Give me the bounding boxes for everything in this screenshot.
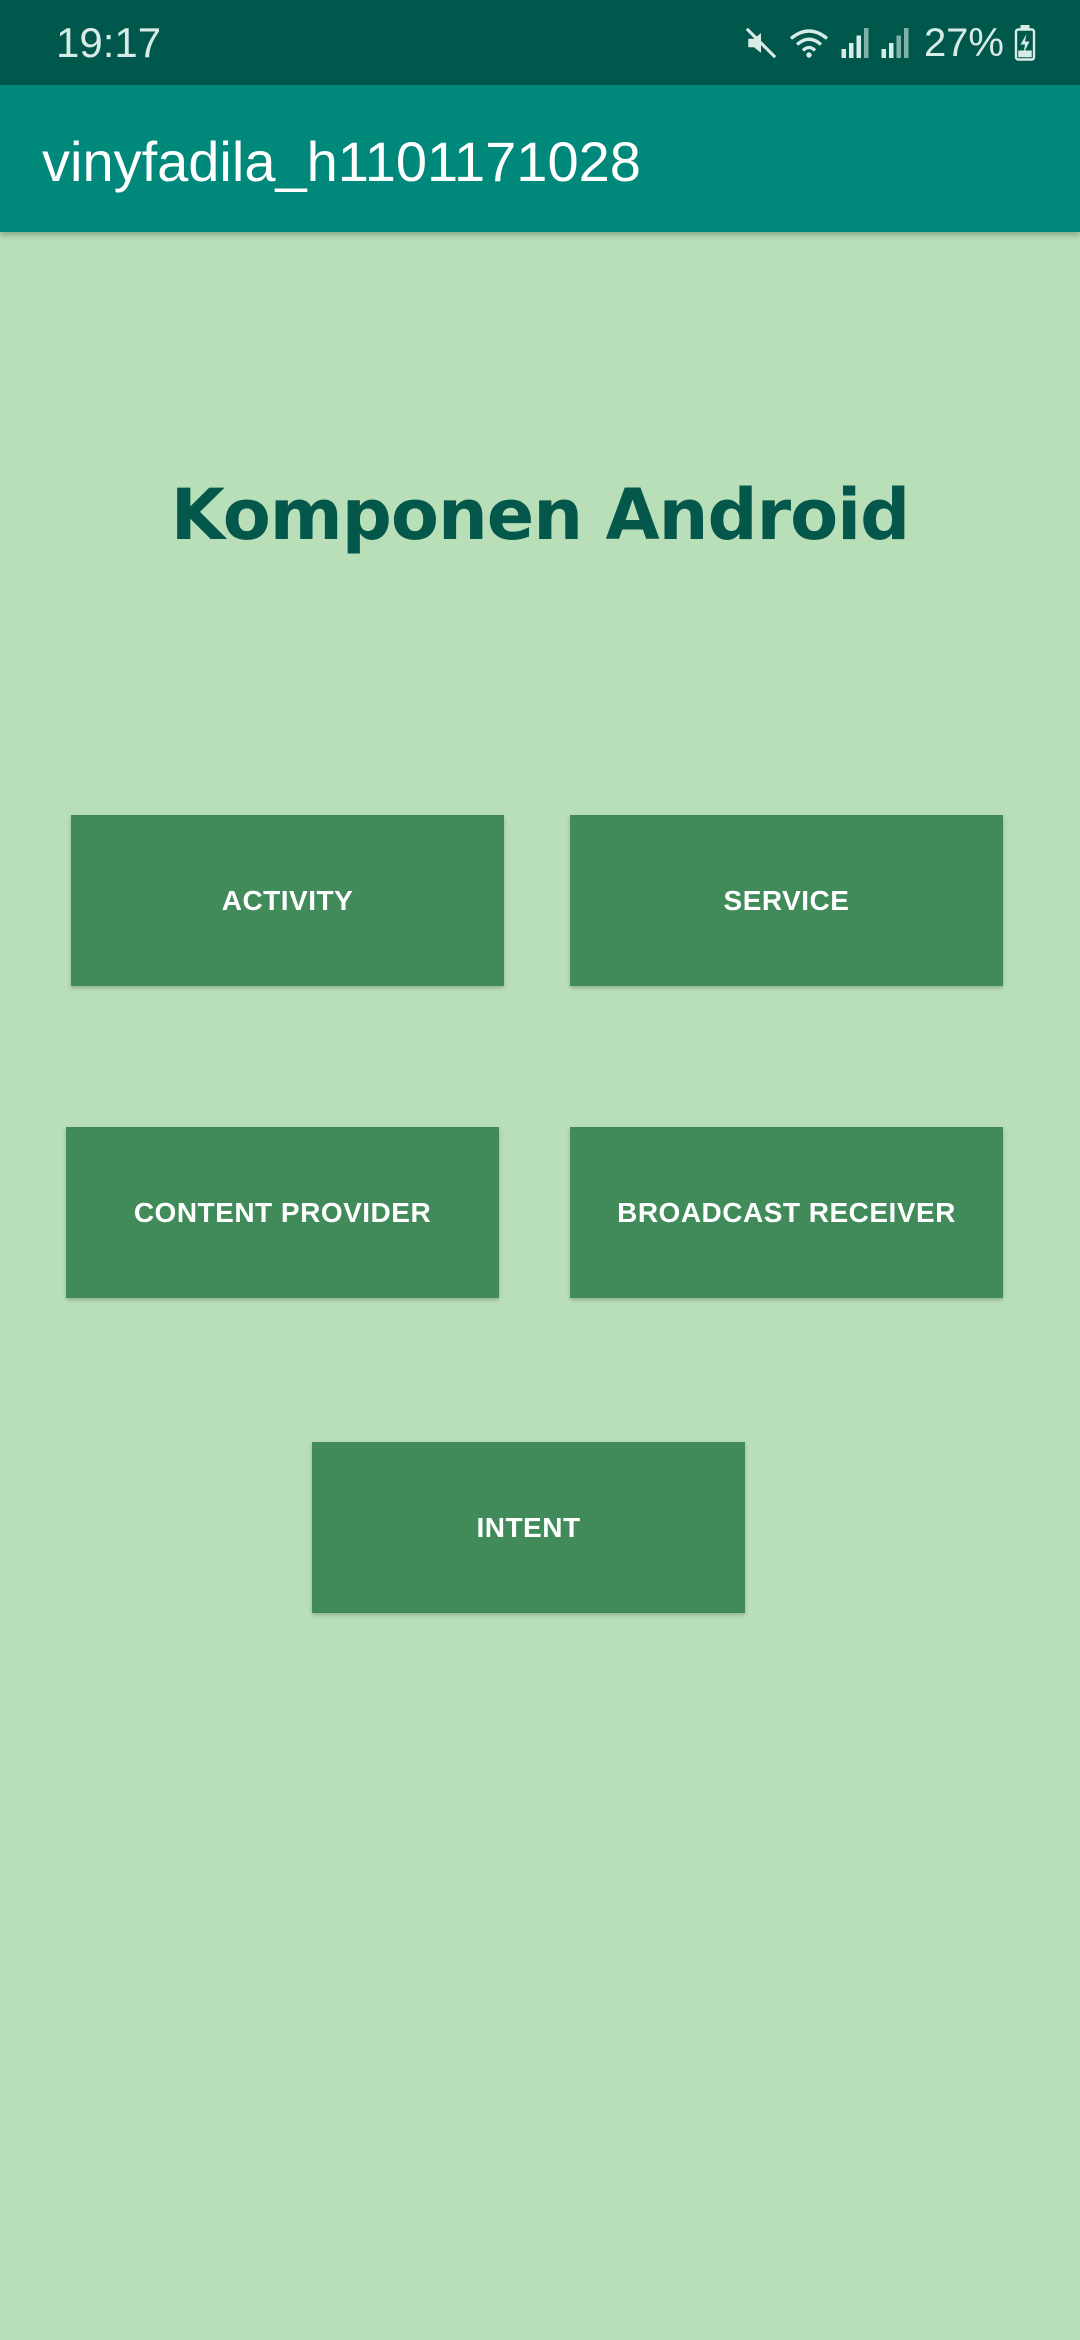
page-heading: Komponen Android [170, 474, 911, 556]
broadcast-receiver-button[interactable]: BROADCAST RECEIVER [570, 1127, 1003, 1298]
signal-icon [840, 26, 870, 60]
wifi-icon [788, 26, 830, 60]
service-button[interactable]: SERVICE [570, 815, 1003, 986]
intent-button[interactable]: INTENT [312, 1442, 745, 1613]
content-provider-button-label: CONTENT PROVIDER [133, 1196, 432, 1228]
status-icons: 27% [744, 18, 1036, 68]
battery-charging-icon [1014, 25, 1036, 61]
app-title: vinyfadila_h1101171028 [42, 130, 641, 193]
activity-button[interactable]: ACTIVITY [71, 815, 504, 986]
activity-button-label: ACTIVITY [221, 884, 354, 916]
battery-percent: 27% [923, 21, 1004, 65]
service-button-label: SERVICE [723, 884, 850, 916]
signal-icon [880, 26, 910, 60]
content-provider-button[interactable]: CONTENT PROVIDER [66, 1127, 499, 1298]
intent-button-label: INTENT [476, 1511, 581, 1543]
app-bar: vinyfadila_h1101171028 [0, 85, 1080, 232]
status-time: 19:17 [56, 19, 162, 66]
broadcast-receiver-button-label: BROADCAST RECEIVER [617, 1196, 956, 1228]
status-bar: 19:17 [0, 0, 1080, 85]
mute-icon [744, 26, 778, 60]
